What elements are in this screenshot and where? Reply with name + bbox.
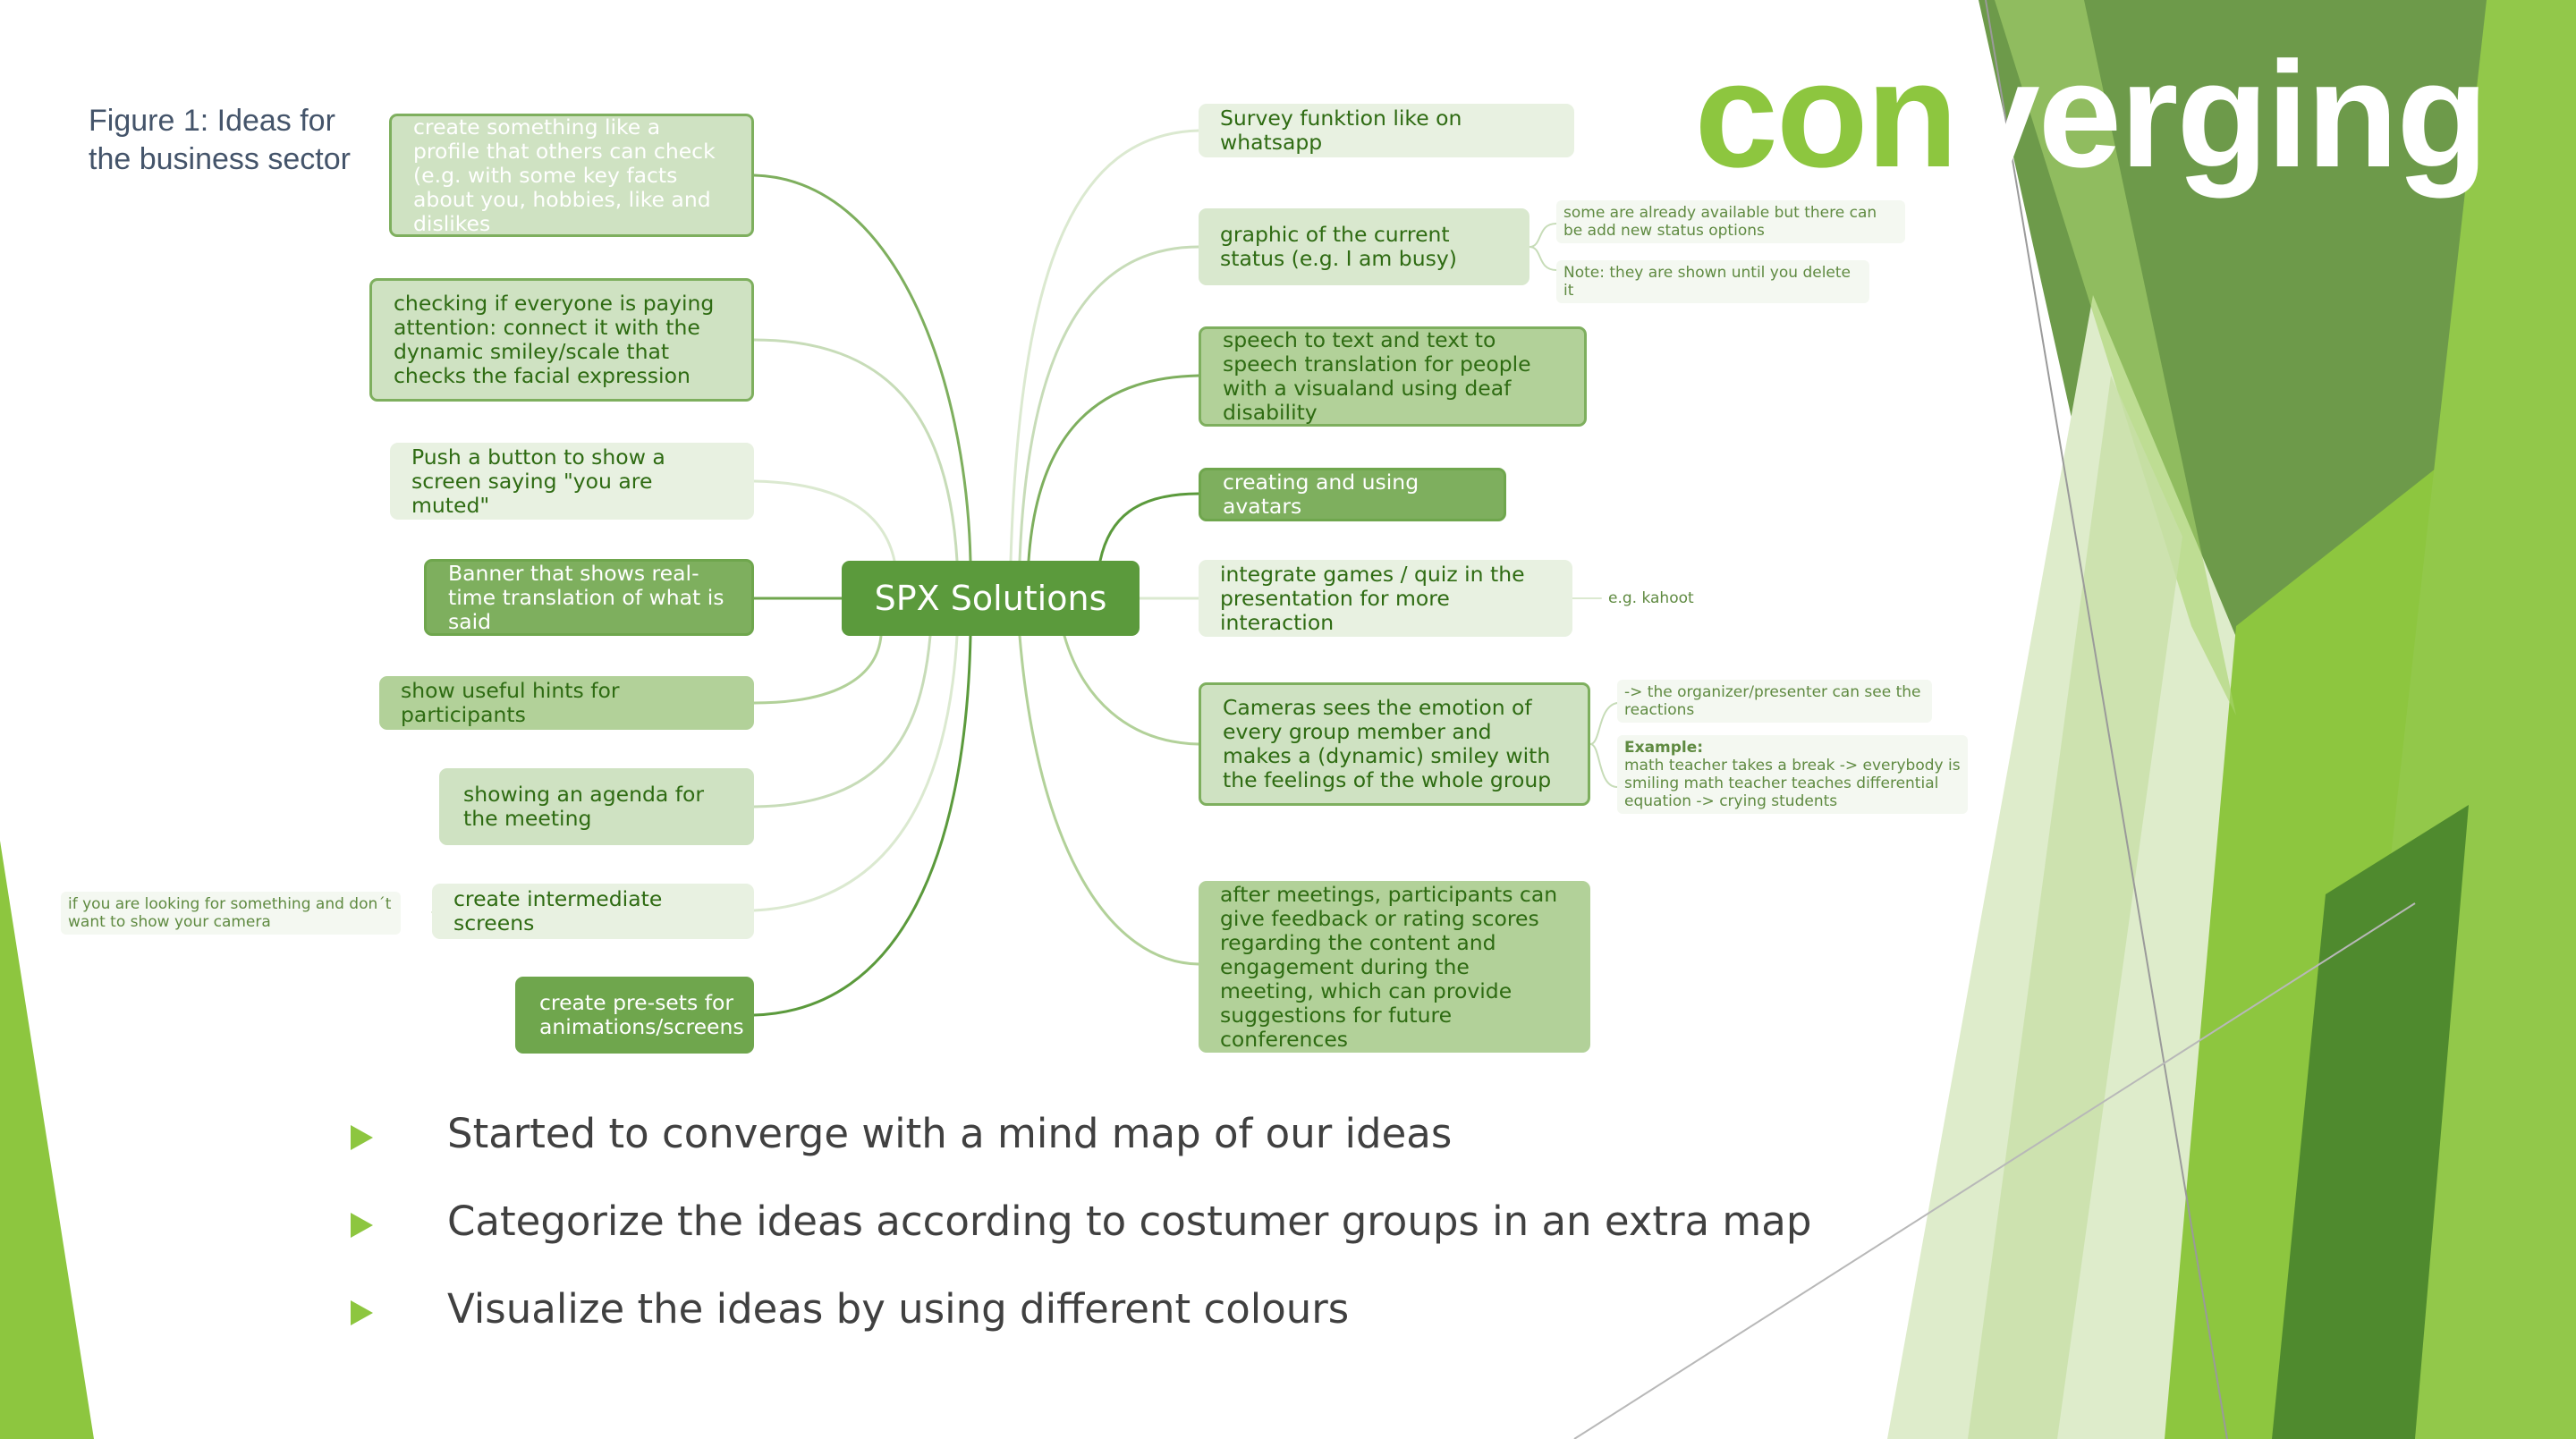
slide-title-part1: con <box>1694 30 1959 199</box>
mindmap-node-label: speech to text and text to speech transl… <box>1223 327 1531 425</box>
slide-title-part2: verging <box>1956 30 2488 199</box>
bullet-text: Visualize the ideas by using different c… <box>447 1285 1350 1333</box>
mindmap-node-label: Push a button to show a screen saying "y… <box>411 444 665 518</box>
mindmap-node-label: Banner that shows real-time translation … <box>448 560 724 634</box>
mindmap-node-feedback[interactable]: after meetings, participants can give fe… <box>1199 881 1590 1053</box>
mindmap-node-speech[interactable]: speech to text and text to speech transl… <box>1199 326 1587 427</box>
connector-left-1 <box>752 174 972 563</box>
connector-right-2 <box>1018 245 1200 563</box>
mindmap-note-cameras-example: Example: math teacher takes a break -> e… <box>1617 735 1968 814</box>
mindmap-node-banner[interactable]: Banner that shows real-time translation … <box>424 559 754 636</box>
bullet-arrow-icon <box>351 1213 373 1238</box>
connector-right-4 <box>1098 492 1200 563</box>
mindmap-node-label: creating and using avatars <box>1223 470 1419 519</box>
bullet-text: Started to converge with a mind map of o… <box>447 1110 1453 1157</box>
slide-title: converging <box>1695 39 2488 190</box>
mindmap-node-attention[interactable]: checking if everyone is paying attention… <box>369 278 754 402</box>
mindmap-node-label: create something like a profile that oth… <box>413 114 716 236</box>
mindmap-node-games[interactable]: integrate games / quiz in the presentati… <box>1199 560 1572 637</box>
connector-left-2 <box>752 338 959 563</box>
mindmap-note-cameras-reactions: -> the organizer/presenter can see the r… <box>1617 680 1932 723</box>
bullet-text: Categorize the ideas according to costum… <box>447 1198 1812 1245</box>
mindmap-node-avatars[interactable]: creating and using avatars <box>1199 468 1506 521</box>
mindmap-note-status-options: some are already available but there can… <box>1556 200 1905 243</box>
connector-left-7 <box>752 634 959 912</box>
figure-caption: Figure 1: Ideas for the business sector <box>89 104 351 176</box>
mindmap-note-games: e.g. kahoot <box>1608 589 1694 607</box>
connector-right-1 <box>1009 129 1200 563</box>
mindmap-node-survey[interactable]: Survey funktion like on whatsapp <box>1199 104 1574 157</box>
bg-thin-line-2 <box>1573 902 2416 1439</box>
connector-note-cameras <box>1589 702 1618 788</box>
mindmap-center-node[interactable]: SPX Solutions <box>842 561 1140 636</box>
mindmap-node-label: checking if everyone is paying attention… <box>394 291 715 388</box>
mindmap-note-intermediate: if you are looking for something and don… <box>61 892 401 935</box>
bullet-list: Started to converge with a mind map of o… <box>351 1109 1811 1372</box>
bullet-arrow-icon <box>351 1125 373 1150</box>
mindmap-node-muted[interactable]: Push a button to show a screen saying "y… <box>390 443 754 520</box>
mindmap-node-label: create intermediate screens <box>453 886 663 935</box>
mindmap-node-label: after meetings, participants can give fe… <box>1220 881 1558 1052</box>
connector-left-8 <box>752 634 972 1017</box>
mindmap-node-label: show useful hints for participants <box>401 678 620 727</box>
mindmap-node-intermediate[interactable]: create intermediate screens <box>432 884 754 939</box>
mindmap-node-hints[interactable]: show useful hints for participants <box>379 676 754 730</box>
connector-left-3 <box>752 479 896 563</box>
bullet-item: Visualize the ideas by using different c… <box>351 1284 1811 1372</box>
mindmap-node-cameras[interactable]: Cameras sees the emotion of every group … <box>1199 682 1590 806</box>
mindmap-node-label: integrate games / quiz in the presentati… <box>1220 561 1525 635</box>
connector-right-6 <box>1063 634 1200 746</box>
bg-thin-line-1 <box>1985 0 2228 1439</box>
connector-right-3 <box>1027 374 1200 563</box>
mindmap-node-label: graphic of the current status (e.g. I am… <box>1220 222 1457 271</box>
mindmap-note-example-text: math teacher takes a break -> everybody … <box>1624 757 1961 810</box>
mindmap-note-example-title: Example: <box>1624 739 1704 757</box>
bullet-item: Started to converge with a mind map of o… <box>351 1109 1811 1197</box>
connector-left-5 <box>752 634 883 705</box>
bullet-item: Categorize the ideas according to costum… <box>351 1197 1811 1284</box>
bullet-arrow-icon <box>351 1300 373 1325</box>
mindmap-node-label: Survey funktion like on whatsapp <box>1220 106 1462 155</box>
connector-left-6 <box>752 634 932 808</box>
mindmap-node-status[interactable]: graphic of the current status (e.g. I am… <box>1199 208 1530 285</box>
mindmap-node-profile[interactable]: create something like a profile that oth… <box>389 114 754 237</box>
mindmap-node-presets[interactable]: create pre-sets for animations/screens <box>515 977 754 1054</box>
mindmap-node-label: showing an agenda for the meeting <box>463 782 705 831</box>
connector-right-7 <box>1018 634 1200 966</box>
mindmap-node-label: Cameras sees the emotion of every group … <box>1223 695 1552 792</box>
bg-facet-pale <box>1968 376 2182 1439</box>
mindmap-node-label: create pre-sets for animations/screens <box>539 990 744 1039</box>
connector-note-status <box>1529 223 1557 271</box>
mindmap-note-status-delete: Note: they are shown until you delete it <box>1556 260 1869 303</box>
bg-left-triangle <box>0 841 94 1439</box>
mindmap-node-agenda[interactable]: showing an agenda for the meeting <box>439 768 754 845</box>
